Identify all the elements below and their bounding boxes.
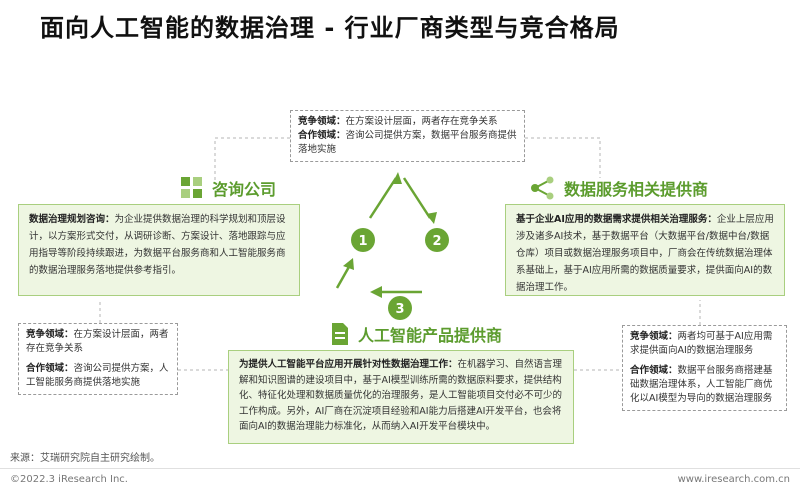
svg-text:2: 2 bbox=[432, 234, 441, 249]
cycle-triangle bbox=[335, 177, 432, 294]
network-nodes-icon bbox=[531, 176, 554, 200]
copyright: ©2022.3 iResearch Inc. bbox=[10, 474, 128, 485]
consulting-box: 数据治理规划咨询：为企业提供数据治理的科学规划和顶层设计，以方案形式交付，从调研… bbox=[18, 204, 300, 296]
cycle-number-2: 2 bbox=[425, 228, 449, 252]
page-title: 面向人工智能的数据治理 - 行业厂商类型与竞合格局 bbox=[40, 14, 620, 42]
source-note: 来源：艾瑞研究院自主研究绘制。 bbox=[10, 453, 160, 464]
cycle-number-3: 3 bbox=[388, 296, 412, 320]
svg-text:3: 3 bbox=[395, 302, 404, 317]
left-relation-box: 竞争领域：在方案设计层面，两者存在竞争关系 合作领域：咨询公司提供方案，人工智能… bbox=[18, 323, 178, 395]
cycle-number-1: 1 bbox=[351, 228, 375, 252]
grid-squares-icon bbox=[181, 177, 202, 198]
ai-product-heading: 人工智能产品提供商 bbox=[330, 322, 502, 346]
right-relation-box: 竞争领域：两者均可基于AI应用需求提供面向AI的数据治理服务 合作领域：数据平台… bbox=[622, 325, 787, 411]
ai-product-box: 为提供人工智能平台应用开展针对性数据治理工作：在机器学习、自然语言理解和知识图谱… bbox=[228, 350, 574, 444]
data-service-heading: 数据服务相关提供商 bbox=[530, 176, 708, 200]
data-service-box: 基于企业AI应用的数据需求提供相关治理服务：企业上层应用涉及诸多AI技术，基于数… bbox=[505, 204, 785, 296]
document-icon bbox=[332, 323, 348, 345]
consulting-heading: 咨询公司 bbox=[180, 176, 276, 200]
website: www.iresearch.com.cn bbox=[677, 474, 790, 485]
svg-text:1: 1 bbox=[358, 234, 367, 249]
footer-divider bbox=[0, 468, 800, 469]
top-relation-box: 竞争领域：在方案设计层面，两者存在竞争关系 合作领域：咨询公司提供方案，数据平台… bbox=[290, 110, 525, 162]
